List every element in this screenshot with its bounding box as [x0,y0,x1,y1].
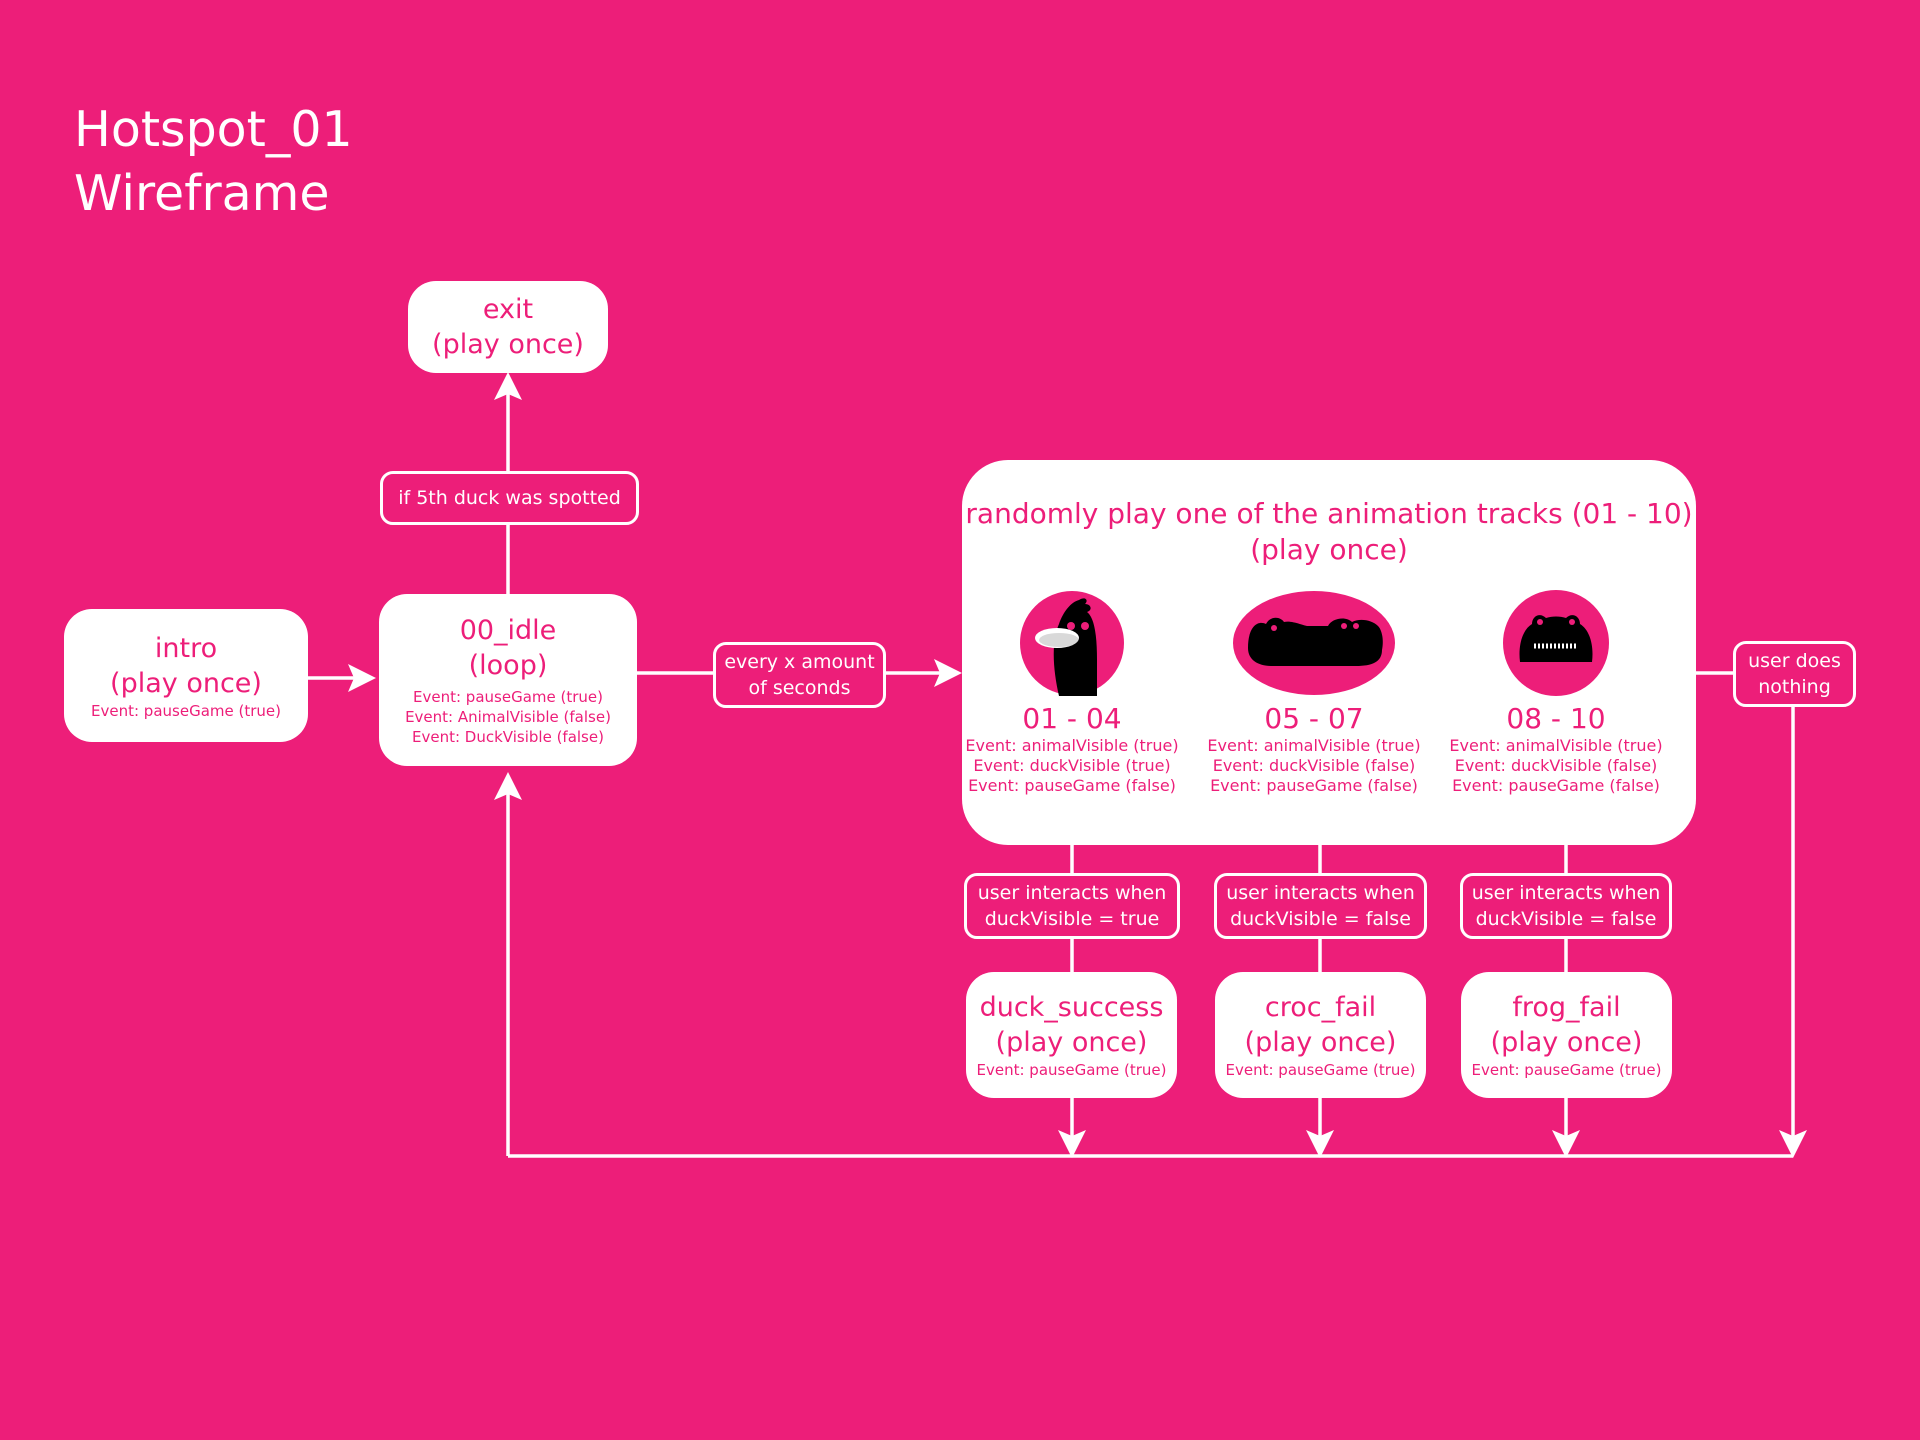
track-group-crocodile: 05 - 07 Event: animalVisible (true) Even… [1199,590,1429,796]
idle-node: 00_idle (loop) Event: pauseGame (true) E… [379,594,637,766]
frog-icon [1503,590,1609,696]
title-line-2: Wireframe [74,165,330,222]
random-tracks-block: randomly play one of the animation track… [962,460,1696,845]
edge-label-line: duckVisible = true [984,908,1160,930]
track-event: Event: pauseGame (false) [1452,776,1660,795]
track-range: 08 - 10 [1506,702,1606,735]
track-event: Event: animalVisible (true) [1207,736,1421,755]
node-name: croc_fail [1264,992,1377,1023]
duck-success-node: duck_success (play once) Event: pauseGam… [966,972,1177,1098]
node-name: 00_idle [459,615,557,646]
node-mode: (play once) [110,667,262,699]
track-group-frog: 08 - 10 Event: animalVisible (true) Even… [1441,590,1671,796]
track-range: 01 - 04 [1022,702,1122,735]
edge-label-line: user does [1748,650,1841,672]
edge-label-line: duckVisible = false [1230,908,1411,930]
random-block-mode: (play once) [1250,533,1408,566]
track-event: Event: animalVisible (true) [965,736,1179,755]
intro-node: intro (play once) Event: pauseGame (true… [64,609,308,742]
node-event: Event: pauseGame (true) [1471,1061,1662,1079]
node-mode: (loop) [468,650,548,681]
node-event: Event: AnimalVisible (false) [405,708,611,726]
node-name: exit [482,294,534,325]
edge-label-fifth-duck: if 5th duck was spotted [380,471,639,525]
edge-label-line: every x amount [724,651,875,673]
track-group-duck: 01 - 04 Event: animalVisible (true) Even… [957,590,1187,796]
node-event: Event: pauseGame (true) [91,701,281,720]
random-block-title: randomly play one of the animation track… [962,496,1696,568]
edge-label-croc-false: user interacts when duckVisible = false [1214,873,1427,939]
crocodile-icon [1233,591,1395,695]
duck-icon [1020,591,1124,696]
node-name: frog_fail [1512,992,1621,1023]
track-event: Event: pauseGame (false) [1210,776,1418,795]
edge-label-line: user interacts when [1471,882,1661,904]
edge-label-line: duckVisible = false [1475,908,1657,930]
edge-label-every-x: every x amount of seconds [713,642,886,708]
track-event: Event: duckVisible (false) [1454,756,1658,775]
track-event: Event: pauseGame (false) [968,776,1176,795]
node-mode: (play once) [1490,1027,1643,1058]
edge-label-line: of seconds [748,677,851,699]
track-event: Event: duckVisible (true) [973,756,1171,775]
node-mode: (play once) [995,1027,1148,1058]
node-mode: (play once) [432,329,584,360]
node-event: Event: pauseGame (true) [413,688,603,706]
track-range: 05 - 07 [1264,702,1364,735]
title-line-1: Hotspot_01 [74,101,353,158]
exit-node: exit (play once) [408,281,608,373]
random-block-title-line: randomly play one of the animation track… [965,497,1693,530]
page-title: Hotspot_01 Wireframe [74,98,353,226]
edge-label-frog-false: user interacts when duckVisible = false [1460,873,1672,939]
track-event: Event: duckVisible (false) [1212,756,1416,775]
edge-label-line: if 5th duck was spotted [398,487,621,509]
node-mode: (play once) [1244,1027,1397,1058]
node-name: duck_success [979,992,1164,1023]
edge-label-duck-true: user interacts when duckVisible = true [964,873,1180,939]
edge-label-line: user interacts when [977,882,1167,904]
node-event: Event: pauseGame (true) [1225,1061,1416,1079]
croc-fail-node: croc_fail (play once) Event: pauseGame (… [1215,972,1426,1098]
node-event: Event: DuckVisible (false) [412,728,604,746]
frog-fail-node: frog_fail (play once) Event: pauseGame (… [1461,972,1672,1098]
node-name: intro [154,632,218,664]
track-event: Event: animalVisible (true) [1449,736,1663,755]
node-event: Event: pauseGame (true) [976,1061,1167,1079]
edge-label-line: nothing [1758,676,1831,698]
edge-label-line: user interacts when [1226,882,1415,904]
edge-label-user-nothing: user does nothing [1733,641,1856,707]
